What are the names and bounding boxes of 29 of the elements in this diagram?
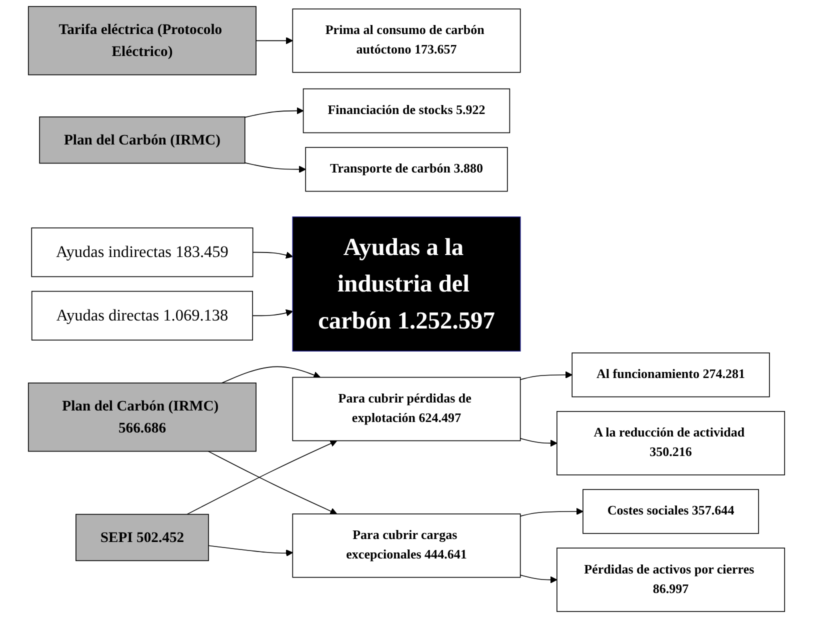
node-box: Costes sociales 357.644 xyxy=(582,489,759,534)
node-box: Ayudas indirectas 183.459 xyxy=(31,227,254,278)
node-box: Para cubrir cargas excepcionales 444.641 xyxy=(292,514,521,578)
arrow xyxy=(520,438,558,447)
arrow xyxy=(208,450,338,514)
node-box: A la reducción de actividad 350.216 xyxy=(556,411,786,476)
arrow xyxy=(520,371,572,380)
arrow xyxy=(520,574,558,584)
arrow xyxy=(244,162,306,173)
node-box: Transporte de carbón 3.880 xyxy=(305,146,508,192)
arrow xyxy=(520,508,584,517)
arrow xyxy=(252,252,293,259)
node-box: Tarifa eléctrica (Protocolo Eléctrico) xyxy=(28,6,256,76)
arrow xyxy=(221,366,321,384)
node-box: SEPI 502.452 xyxy=(76,514,209,562)
node-box: Al funcionamiento 274.281 xyxy=(572,352,770,398)
node-box: Financiación de stocks 5.922 xyxy=(302,88,510,134)
node-box: Plan del Carbón (IRMC) xyxy=(39,116,246,164)
node-box: Ayudas a la industria del carbón 1.252.597 xyxy=(292,216,521,352)
arrow xyxy=(186,440,338,515)
node-box: Pérdidas de activos por cierres 86.997 xyxy=(556,548,786,612)
node-box: Ayudas directas 1.069.138 xyxy=(31,290,253,341)
arrow xyxy=(244,107,304,118)
arrow xyxy=(256,37,293,44)
arrow xyxy=(208,545,293,557)
node-box: Plan del Carbón (IRMC) 566.686 xyxy=(28,382,256,452)
node-box: Prima al consumo de carbón autóctono 173.657 xyxy=(292,8,521,73)
arrow xyxy=(252,309,293,316)
node-box: Para cubrir pérdidas de explotación 624.497 xyxy=(292,376,521,442)
